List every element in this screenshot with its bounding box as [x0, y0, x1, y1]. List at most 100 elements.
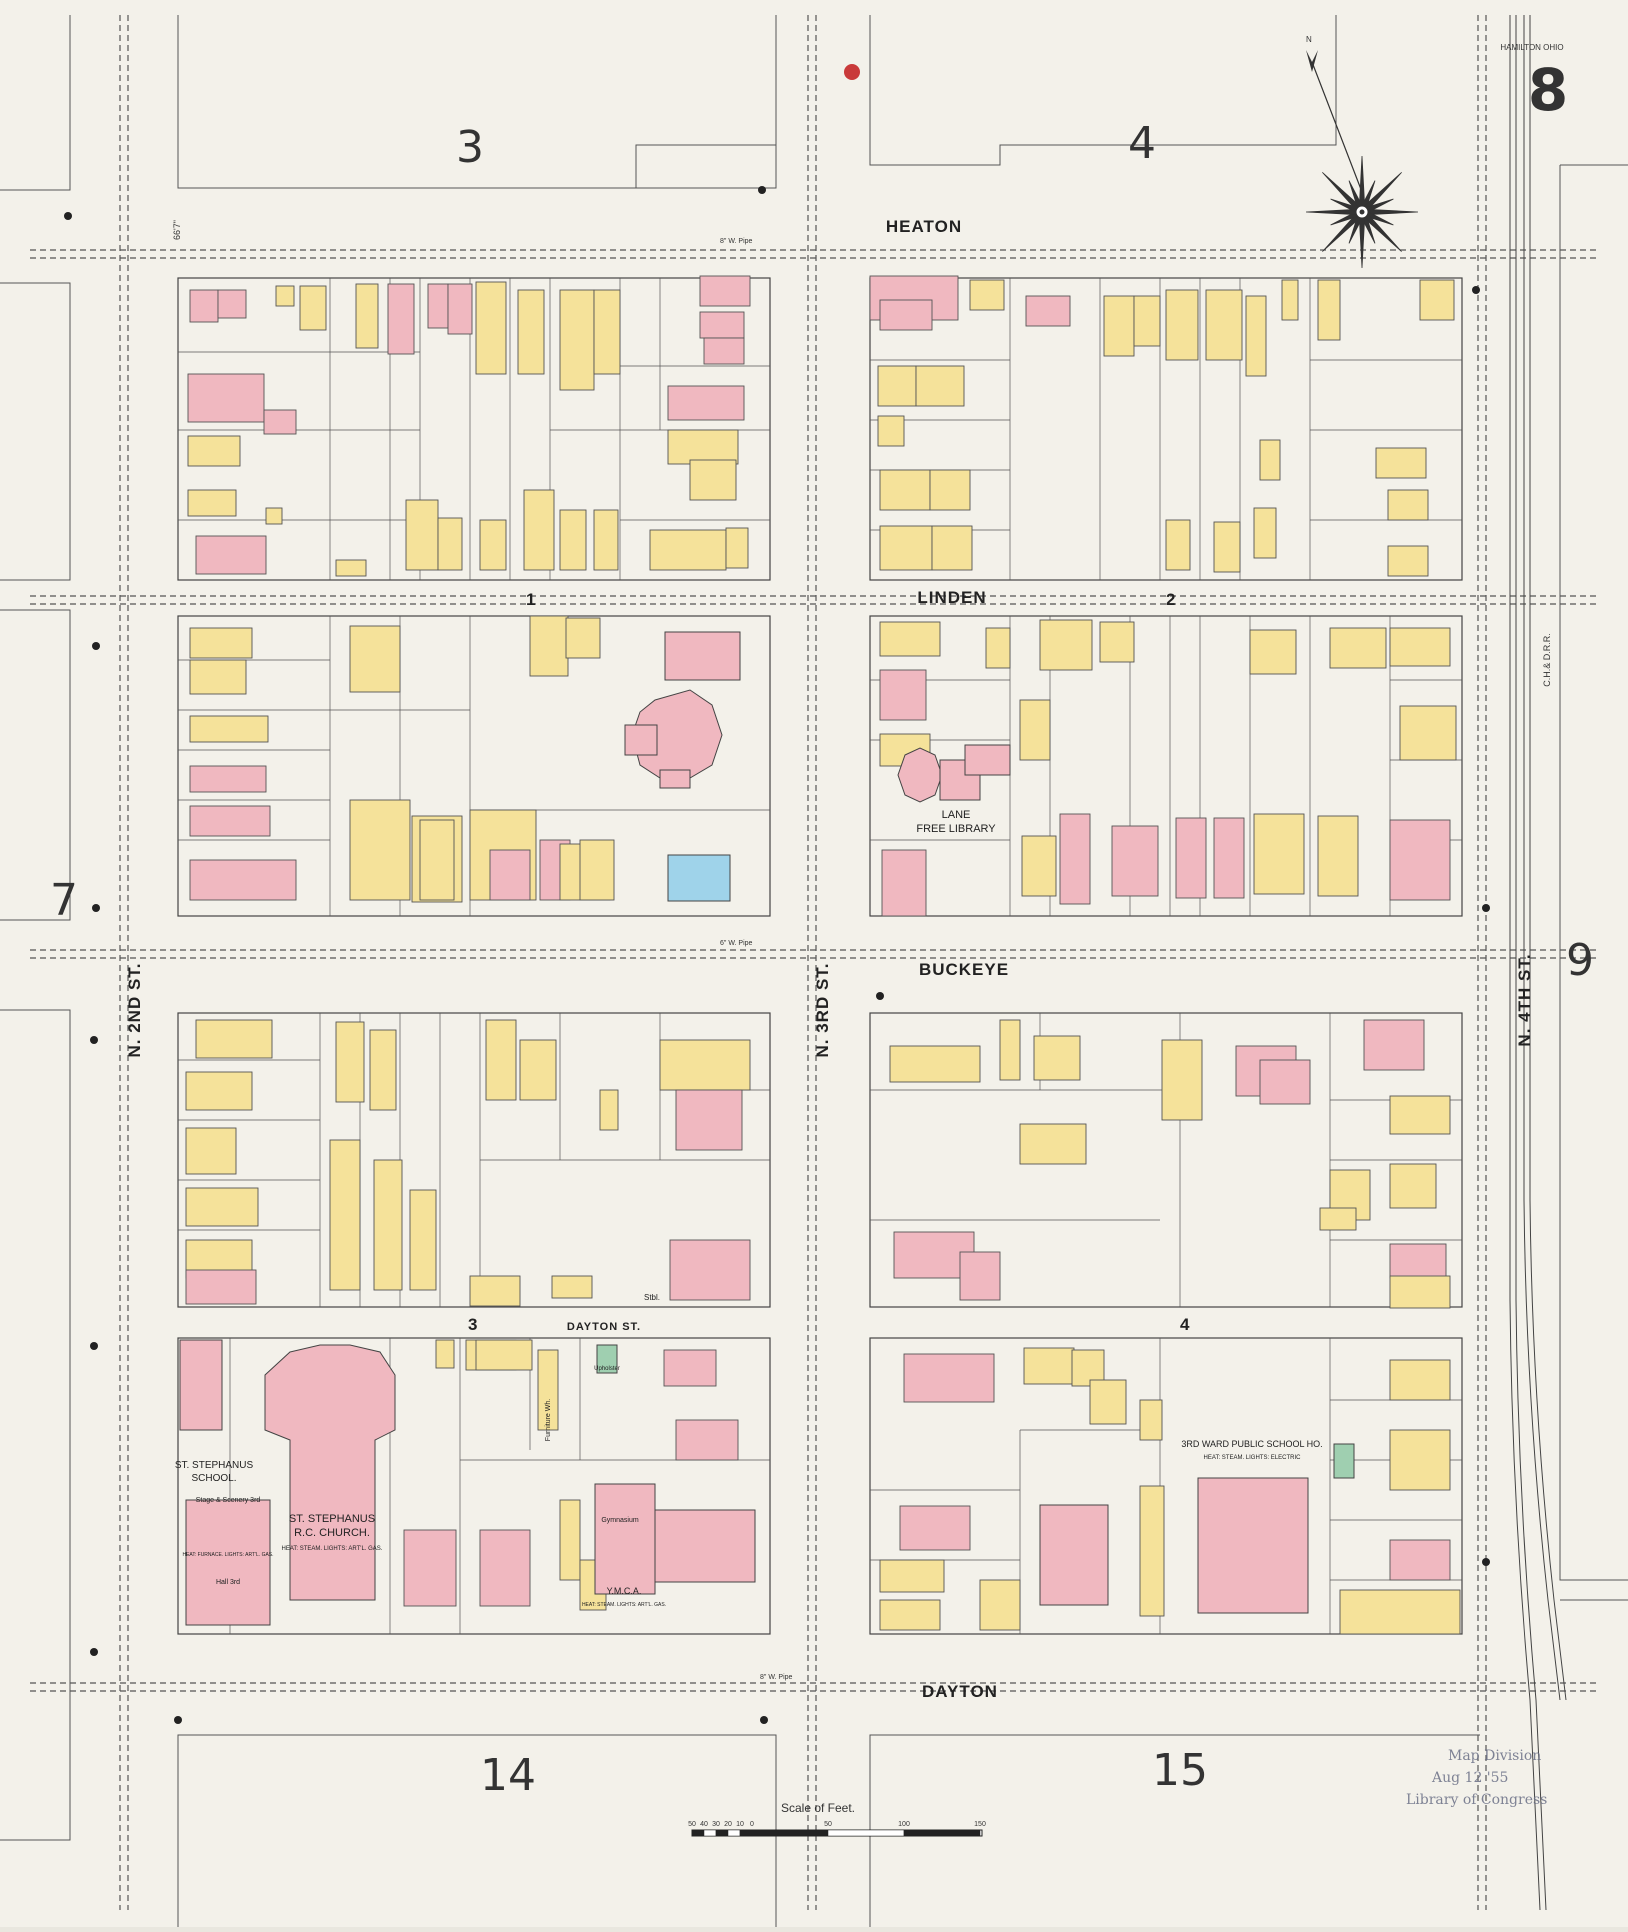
map-building	[1019, 1123, 1087, 1165]
scale-segment	[715, 1829, 729, 1837]
scale-segment	[739, 1829, 753, 1837]
hydrant-marker	[1482, 904, 1490, 912]
stamp-line-3: Library of Congress	[1406, 1792, 1547, 1808]
map-building	[1389, 1539, 1451, 1581]
ymca-main	[594, 1483, 656, 1595]
map-building	[915, 365, 965, 407]
map-building	[1259, 439, 1281, 481]
map-building	[1023, 1347, 1075, 1385]
scale-segment	[727, 1829, 741, 1837]
map-building	[889, 1045, 981, 1083]
map-building	[559, 1499, 581, 1581]
map-building	[1281, 279, 1299, 321]
map-building	[1363, 1019, 1425, 1071]
map-building	[969, 279, 1005, 311]
map-building	[1019, 699, 1051, 761]
map-building	[405, 499, 439, 571]
map-building	[879, 1559, 945, 1593]
map-building	[1139, 1485, 1165, 1617]
map-building	[1389, 1243, 1447, 1279]
map-building	[899, 1505, 971, 1551]
map-building	[1249, 629, 1297, 675]
map-building	[329, 1139, 361, 1291]
sheet-ref-9: 9	[1566, 935, 1594, 986]
map-building	[275, 285, 295, 307]
block-number-1: 1	[526, 590, 536, 609]
map-building	[1213, 817, 1245, 899]
scale-segment	[703, 1829, 717, 1837]
landmark-buildings	[179, 631, 1355, 1626]
map-building	[1329, 627, 1387, 669]
sheet-ref-14: 14	[480, 1750, 536, 1801]
adjacent-sheet-numbers: 3 4 7 9 14 15 8 HAMILTON OHIO	[50, 43, 1594, 1801]
map-building	[349, 625, 401, 693]
scale-tick-label: 50	[688, 1821, 696, 1828]
map-building	[879, 299, 933, 331]
map-building	[599, 1089, 619, 1131]
scale-segment	[903, 1829, 981, 1837]
map-building	[1259, 1059, 1311, 1105]
map-building	[447, 283, 473, 335]
map-building	[187, 435, 241, 467]
map-building	[419, 819, 455, 901]
map-building	[1099, 621, 1135, 663]
map-building	[669, 1239, 751, 1301]
map-building	[675, 1089, 743, 1151]
map-building	[879, 669, 927, 721]
map-building	[699, 275, 751, 307]
map-building	[195, 535, 267, 575]
place-label: HAMILTON OHIO	[1500, 43, 1563, 52]
church-house-nw	[179, 1339, 223, 1431]
map-building	[663, 1349, 717, 1387]
map-building	[349, 799, 411, 901]
map-building	[265, 507, 283, 525]
map-building	[593, 289, 621, 375]
map-building	[1161, 1039, 1203, 1121]
stamp-line-2: Aug 12 '55	[1431, 1770, 1508, 1786]
map-building	[1387, 545, 1429, 577]
street-linden: LINDEN	[917, 588, 986, 607]
street-n2nd: N. 2ND ST.	[125, 962, 144, 1057]
map-building	[335, 1021, 365, 1103]
svg-text:N: N	[1306, 35, 1312, 44]
map-building	[427, 283, 449, 329]
map-building	[1419, 279, 1455, 321]
map-building	[489, 849, 531, 901]
street-dayton: DAYTON	[922, 1682, 998, 1701]
map-building	[1205, 289, 1243, 361]
library-of-congress-stamp: Map Division Aug 12 '55 Library of Congr…	[1406, 1748, 1547, 1808]
map-building	[485, 1019, 517, 1101]
map-building	[903, 1353, 995, 1403]
map-building	[881, 849, 927, 917]
map-building	[877, 365, 917, 407]
map-building	[1339, 1589, 1461, 1635]
map-building	[1317, 815, 1359, 897]
hydrant-marker	[876, 992, 884, 1000]
stone-building	[667, 854, 731, 902]
map-building	[1111, 825, 1159, 897]
map-building	[435, 1339, 455, 1369]
linden-house-large	[664, 631, 741, 681]
map-building	[879, 1599, 941, 1631]
sheet-number: 8	[1528, 56, 1568, 124]
map-building	[529, 615, 569, 677]
map-building	[877, 415, 905, 447]
map-building	[187, 373, 265, 423]
school-label-2: SCHOOL.	[191, 1473, 236, 1484]
map-building	[659, 1039, 751, 1091]
map-building	[559, 289, 595, 391]
scale-tick-label: 50	[824, 1821, 832, 1828]
sheet-ref-3: 3	[456, 122, 484, 173]
map-building	[959, 1251, 1001, 1301]
map-building	[1253, 507, 1277, 559]
street-centerlines	[30, 15, 1600, 1910]
hydrant-marker	[1482, 1558, 1490, 1566]
hydrant-marker	[92, 642, 100, 650]
map-building	[559, 509, 587, 571]
map-building	[667, 429, 739, 465]
railroad-label: C.H.& D.R.R.	[1542, 633, 1552, 687]
stable-label: Stbl.	[644, 1293, 660, 1302]
hydrants	[64, 64, 1490, 1724]
map-building	[1389, 627, 1451, 667]
